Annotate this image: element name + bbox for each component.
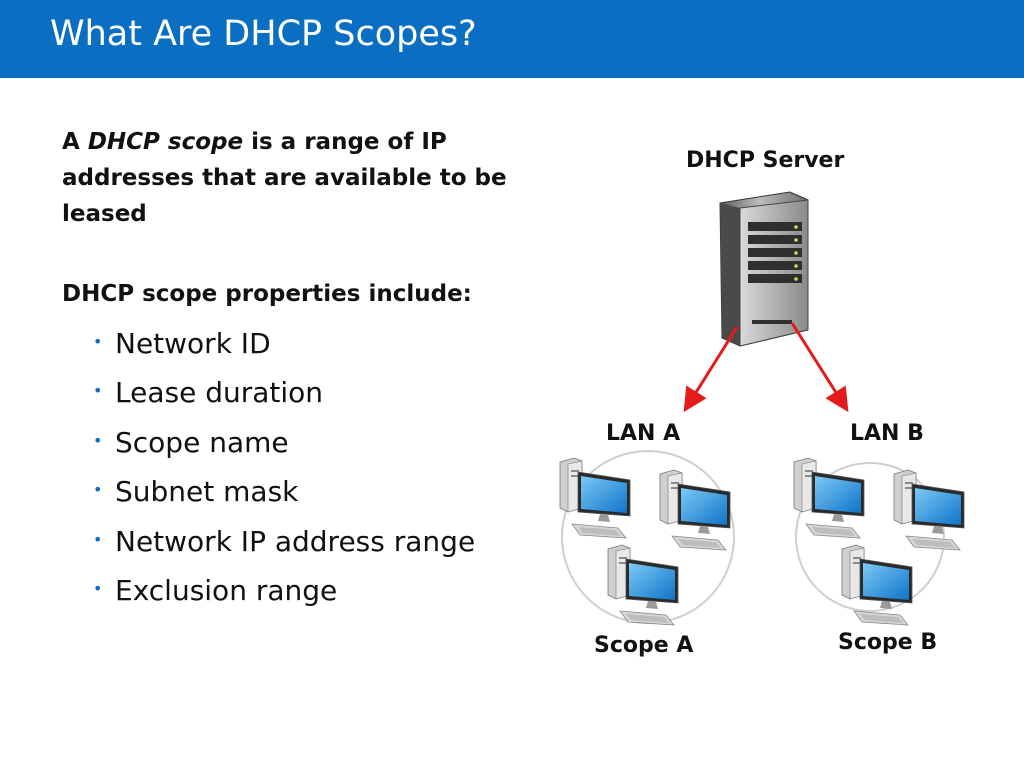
property-label: Network IP address range bbox=[115, 524, 476, 558]
server-icon bbox=[719, 191, 809, 347]
lan-b-label: LAN B bbox=[850, 421, 924, 446]
lan-a-label: LAN A bbox=[606, 421, 681, 446]
slide-title: What Are DHCP Scopes? bbox=[50, 14, 477, 54]
definition-suffix: is a range of IP addresses that are avai… bbox=[62, 129, 507, 227]
property-item: • Subnet mask bbox=[93, 472, 475, 521]
arrow-icon bbox=[790, 322, 849, 413]
arrow-icon bbox=[683, 326, 739, 413]
property-item: • Network IP address range bbox=[93, 522, 475, 571]
property-item: • Scope name bbox=[93, 423, 475, 472]
property-item: • Lease duration bbox=[93, 373, 475, 422]
properties-heading: DHCP scope properties include: bbox=[62, 281, 472, 307]
computer-icon bbox=[607, 544, 679, 626]
property-label: Scope name bbox=[115, 425, 289, 459]
computer-icon bbox=[841, 544, 913, 626]
computer-icon bbox=[893, 469, 965, 551]
bullet-icon: • bbox=[93, 332, 103, 351]
definition-term: DHCP scope bbox=[87, 129, 244, 155]
property-label: Network ID bbox=[115, 327, 271, 360]
property-label: Lease duration bbox=[115, 376, 324, 410]
computer-icon bbox=[659, 469, 731, 551]
bullet-icon: • bbox=[93, 480, 103, 500]
property-item: • Network ID bbox=[93, 324, 475, 373]
property-label: Subnet mask bbox=[115, 475, 299, 509]
bullet-icon: • bbox=[93, 578, 103, 598]
bullet-icon: • bbox=[93, 381, 103, 401]
dhcp-server-label: DHCP Server bbox=[686, 148, 845, 173]
property-item: • Exclusion range bbox=[93, 571, 475, 620]
bullet-icon: • bbox=[93, 529, 103, 549]
scope-b-label: Scope B bbox=[838, 630, 938, 655]
title-bar: What Are DHCP Scopes? bbox=[0, 0, 1024, 78]
property-label: Exclusion range bbox=[115, 573, 338, 607]
computer-icon bbox=[793, 457, 865, 539]
scope-b-circle bbox=[795, 462, 945, 612]
scope-definition: A DHCP scope is a range of IP addresses … bbox=[62, 124, 562, 232]
bullet-icon: • bbox=[93, 430, 103, 450]
scope-a-label: Scope A bbox=[594, 633, 694, 658]
definition-prefix: A bbox=[62, 129, 88, 155]
properties-list: •Network ID •Lease duration •Scope name … bbox=[93, 324, 475, 620]
